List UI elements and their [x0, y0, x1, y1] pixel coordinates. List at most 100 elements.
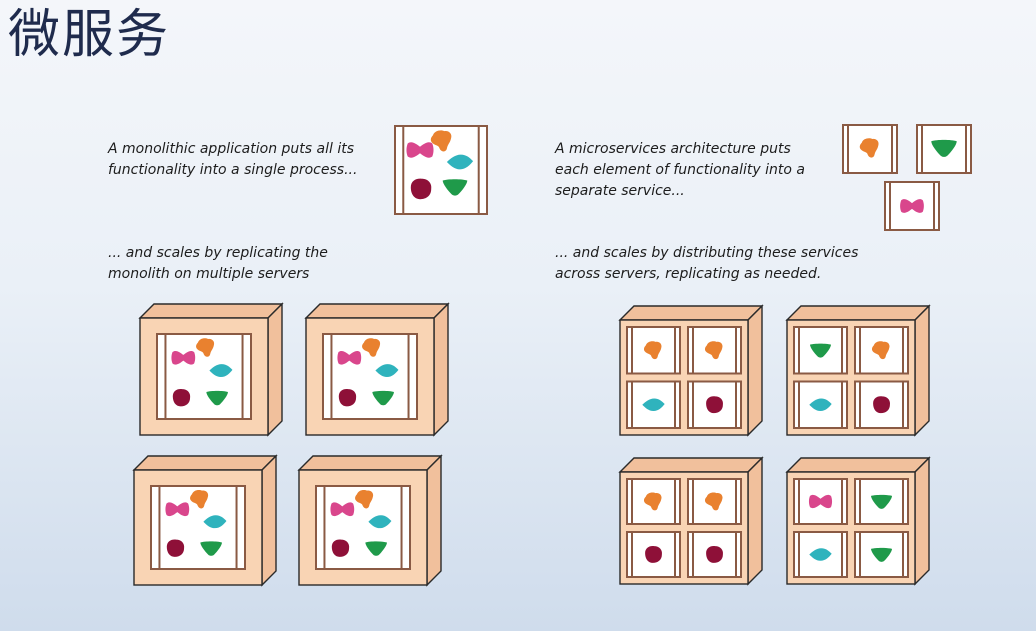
server-top-face — [138, 303, 284, 319]
orange-blob-icon — [859, 138, 879, 158]
maroon-blob-icon — [645, 545, 662, 563]
monolith-caption-line: A monolithic application puts all its — [108, 141, 354, 157]
green-blob-icon — [871, 547, 892, 562]
teal-blob-icon — [809, 548, 832, 561]
monolith-caption-line: functionality into a single process... — [108, 162, 358, 178]
monolith-server-container — [156, 333, 252, 420]
server-side-face — [433, 302, 449, 437]
monolith-container — [394, 125, 488, 215]
microservice-container — [884, 181, 940, 231]
microservices-caption-line: A microservices architecture puts — [555, 141, 791, 157]
maroon-blob-icon — [873, 396, 890, 414]
monolith-scale-caption-line: monolith on multiple servers — [108, 266, 310, 282]
microservice-container — [626, 380, 681, 429]
microservice-container — [854, 380, 909, 429]
maroon-blob-icon — [338, 388, 357, 407]
microservices-caption: A microservices architecture puts each e… — [555, 139, 805, 202]
microservices-server — [618, 304, 764, 437]
microservice-container — [687, 326, 742, 375]
green-blob-icon — [372, 390, 394, 406]
monolith-scale-caption-line: ... and scales by replicating the — [108, 245, 328, 261]
microservice-container — [687, 380, 742, 429]
microservice-container — [626, 326, 681, 375]
orange-blob-icon — [190, 489, 209, 509]
monolith-server — [138, 302, 284, 437]
pink-blob-icon — [330, 502, 355, 517]
green-blob-icon — [200, 541, 222, 556]
microservices-server — [785, 304, 931, 437]
microservice-container — [854, 531, 909, 578]
server-top-face — [132, 455, 278, 471]
server-top-face — [785, 457, 931, 473]
orange-blob-icon — [643, 492, 662, 511]
microservice-container — [842, 124, 898, 174]
server-side-face — [747, 456, 763, 586]
teal-blob-icon — [203, 515, 227, 529]
microservice-container — [626, 531, 681, 578]
server-side-face — [261, 454, 277, 587]
green-blob-icon — [206, 390, 228, 406]
monolith-server — [297, 454, 443, 587]
maroon-blob-icon — [706, 545, 723, 563]
microservices-scale-caption-line: ... and scales by distributing these ser… — [555, 245, 859, 261]
server-side-face — [426, 454, 442, 587]
maroon-blob-icon — [331, 539, 350, 557]
maroon-blob-icon — [410, 178, 432, 200]
green-blob-icon — [871, 494, 892, 509]
teal-blob-icon — [446, 154, 474, 170]
pink-blob-icon — [900, 199, 924, 213]
microservices-server — [785, 456, 931, 586]
microservice-container — [626, 478, 681, 525]
pink-blob-icon — [808, 494, 833, 509]
green-blob-icon — [810, 343, 831, 358]
server-side-face — [747, 304, 763, 437]
orange-blob-icon — [704, 341, 723, 360]
monolith-caption: A monolithic application puts all its fu… — [108, 139, 357, 181]
microservice-container — [687, 478, 742, 525]
orange-blob-icon — [704, 492, 723, 511]
server-side-face — [267, 302, 283, 437]
server-top-face — [297, 455, 443, 471]
green-blob-icon — [442, 179, 468, 196]
green-blob-icon — [931, 139, 957, 157]
maroon-blob-icon — [172, 388, 191, 407]
monolith-server — [304, 302, 450, 437]
microservice-container — [793, 478, 848, 525]
orange-blob-icon — [362, 338, 381, 357]
server-top-face — [785, 305, 931, 321]
microservices-server — [618, 456, 764, 586]
teal-blob-icon — [375, 364, 399, 378]
teal-blob-icon — [809, 398, 832, 412]
pink-blob-icon — [171, 350, 196, 365]
server-top-face — [618, 457, 764, 473]
microservice-container — [793, 380, 848, 429]
server-side-face — [914, 456, 930, 586]
microservices-caption-line: separate service... — [555, 183, 685, 199]
pink-blob-icon — [165, 502, 190, 517]
pink-blob-icon — [406, 142, 434, 158]
maroon-blob-icon — [166, 539, 185, 557]
microservice-container — [916, 124, 972, 174]
microservice-container — [687, 531, 742, 578]
orange-blob-icon — [871, 341, 890, 360]
slide-title: 微服务 — [8, 5, 171, 65]
teal-blob-icon — [368, 515, 392, 529]
orange-blob-icon — [355, 489, 374, 509]
microservice-container — [854, 326, 909, 375]
microservice-container — [793, 531, 848, 578]
monolith-scale-caption: ... and scales by replicating the monoli… — [108, 243, 328, 285]
maroon-blob-icon — [706, 396, 723, 414]
teal-blob-icon — [642, 398, 665, 412]
monolith-server-container — [150, 485, 246, 570]
server-side-face — [914, 304, 930, 437]
microservices-scale-caption: ... and scales by distributing these ser… — [555, 243, 858, 285]
orange-blob-icon — [196, 338, 215, 357]
microservices-scale-caption-line: across servers, replicating as needed. — [555, 266, 822, 282]
monolith-server — [132, 454, 278, 587]
server-top-face — [618, 305, 764, 321]
pink-blob-icon — [337, 350, 362, 365]
microservice-container — [793, 326, 848, 375]
teal-blob-icon — [209, 364, 233, 378]
server-top-face — [304, 303, 450, 319]
